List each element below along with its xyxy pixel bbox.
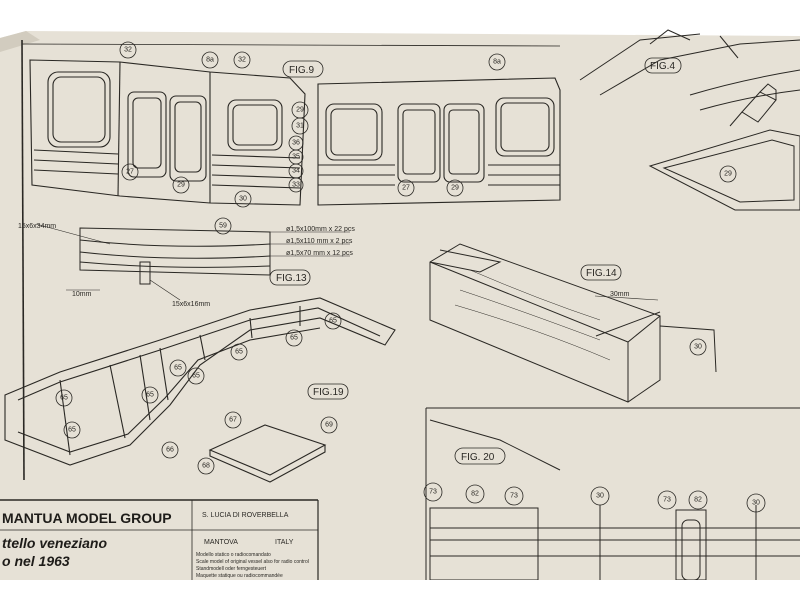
callout-8a: 8a bbox=[206, 57, 214, 64]
callout-29-fig4: 29 bbox=[724, 171, 732, 178]
paper-shadow-fold bbox=[0, 31, 40, 52]
callout-32b: 32 bbox=[238, 57, 246, 64]
fig20-drawing bbox=[425, 407, 800, 581]
callout-36: 36 bbox=[292, 140, 300, 147]
callout-65g: 65 bbox=[60, 395, 68, 402]
callout-8a-right: 8a bbox=[493, 59, 501, 66]
callout-27b: 27 bbox=[402, 185, 410, 192]
callout-73a: 73 bbox=[429, 489, 437, 496]
description-english: Scale model of original vessel also for … bbox=[196, 559, 309, 565]
fig14-drawing bbox=[429, 243, 717, 403]
fig19-drawing bbox=[4, 297, 396, 483]
callout-30a: 30 bbox=[239, 196, 247, 203]
company-name: MANTUA MODEL GROUP bbox=[2, 510, 172, 526]
callout-29a: 29 bbox=[296, 107, 304, 114]
callout-65h: 65 bbox=[68, 427, 76, 434]
company-country: ITALY bbox=[275, 539, 294, 546]
callout-73c: 73 bbox=[663, 497, 671, 504]
rod-spec-2: ø1,5x110 mm x 2 pcs bbox=[286, 238, 353, 245]
callout-33: 33 bbox=[292, 182, 300, 189]
callout-65a: 65 bbox=[329, 318, 337, 325]
callout-82a: 82 bbox=[471, 491, 479, 498]
fig9-label: FIG.9 bbox=[289, 65, 314, 76]
model-title-line2: o nel 1963 bbox=[2, 553, 70, 569]
callout-30-fig20a: 30 bbox=[596, 493, 604, 500]
model-title-line1: ttello veneziano bbox=[2, 535, 107, 551]
bottom-background bbox=[0, 580, 800, 600]
fig4-drawing bbox=[579, 29, 800, 211]
company-city: MANTOVA bbox=[204, 539, 238, 546]
callout-32a: 32 bbox=[124, 47, 132, 54]
callout-27a: 27 bbox=[126, 169, 134, 176]
left-border-line bbox=[21, 39, 25, 481]
callout-69: 69 bbox=[325, 422, 333, 429]
company-location: S. LUCIA DI ROVERBELLA bbox=[202, 512, 289, 519]
callout-30-fig14: 30 bbox=[694, 344, 702, 351]
callout-30-fig20b: 30 bbox=[752, 500, 760, 507]
rod-spec-3: ø1,5x70 mm x 12 pcs bbox=[286, 250, 353, 257]
description-french: Maquette statique ou radiocommandée bbox=[196, 573, 283, 579]
top-border-line bbox=[21, 43, 561, 47]
callout-65b: 65 bbox=[290, 335, 298, 342]
callout-67: 67 bbox=[229, 417, 237, 424]
callout-65d: 65 bbox=[174, 365, 182, 372]
rod-spec-1: ø1,5x100mm x 22 pcs bbox=[286, 226, 355, 233]
callout-29b: 29 bbox=[177, 182, 185, 189]
dim-30mm: 30mm bbox=[610, 291, 630, 298]
callout-34: 34 bbox=[292, 168, 300, 175]
title-block: MANTUA MODEL GROUP S. LUCIA DI ROVERBELL… bbox=[0, 499, 319, 580]
callout-65c: 65 bbox=[235, 349, 243, 356]
callout-73b: 73 bbox=[510, 493, 518, 500]
fig20-callouts: 73 82 73 30 73 82 30 bbox=[423, 482, 766, 513]
callout-59: 59 bbox=[219, 223, 227, 230]
callout-66: 66 bbox=[166, 447, 174, 454]
callout-65e: 65 bbox=[192, 373, 200, 380]
callout-65f: 65 bbox=[146, 392, 154, 399]
fig19-label: FIG.19 bbox=[313, 387, 344, 398]
dim-15x6x34: 15x6x34mm bbox=[18, 223, 56, 230]
callout-82b: 82 bbox=[694, 497, 702, 504]
dim-10mm: 10mm bbox=[72, 291, 92, 298]
fig20-label: FIG. 20 bbox=[461, 452, 495, 463]
paper-sheet bbox=[0, 31, 800, 584]
description-italian: Modello statico o radiocomandato bbox=[196, 552, 271, 558]
fig9-callouts: 32 8a 32 29 31 27 29 30 36 35 34 33 8a 2… bbox=[119, 41, 506, 208]
callout-68: 68 bbox=[202, 463, 210, 470]
callout-31: 31 bbox=[296, 123, 304, 130]
fig14-label: FIG.14 bbox=[586, 268, 617, 279]
description-german: Standmodell oder ferngesteuert bbox=[196, 566, 267, 572]
callout-35: 35 bbox=[292, 154, 300, 161]
fig13-label: FIG.13 bbox=[276, 273, 307, 284]
fig19-callouts: 65 65 65 65 65 65 65 65 67 66 69 68 bbox=[55, 312, 342, 475]
callout-29c: 29 bbox=[451, 185, 459, 192]
fig4-label: FIG.4 bbox=[650, 61, 675, 72]
dim-15x6x16: 15x6x16mm bbox=[172, 301, 210, 308]
fig9-drawing bbox=[29, 59, 561, 206]
